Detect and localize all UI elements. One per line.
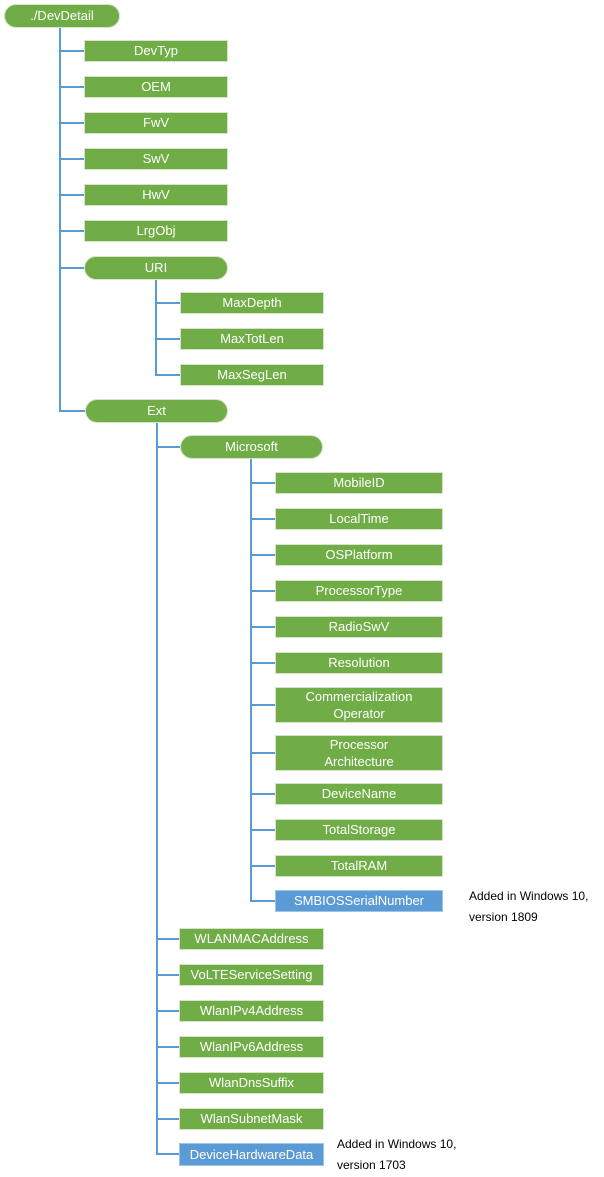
connector-branch-ext [59,410,85,412]
node-swv: SwV [84,148,228,170]
connector-branch-mobileid [250,482,275,484]
node-devicename: DeviceName [275,783,443,805]
connector-branch-lrgobj [59,230,84,232]
node-devicehardwaredata: DeviceHardwareData [179,1143,324,1166]
connector-branch-processortype [250,590,275,592]
connector-branch-wlansubnetmask [156,1118,179,1120]
node-totalram: TotalRAM [275,855,443,877]
node-resolution: Resolution [275,652,443,674]
node-osplatform: OSPlatform [275,544,443,566]
connector-trunk-microsoft [250,459,252,902]
connector-branch-localtime [250,518,275,520]
connector-trunk-root [59,28,61,411]
node-totalstorage: TotalStorage [275,819,443,841]
node-wlanmacaddress: WLANMACAddress [179,928,324,950]
connector-trunk-uri [155,280,157,376]
node-oem: OEM [84,76,228,98]
connector-branch-wlanipv4address [156,1010,179,1012]
connector-branch-devtyp [59,50,84,52]
node-devtyp: DevTyp [84,40,228,62]
connector-branch-uri [59,267,84,269]
annotation-smbios-line2: version 1809 [469,910,538,924]
connector-branch-volteservicesetting [156,974,179,976]
connector-branch-maxtotlen [155,338,180,340]
node-maxseglen: MaxSegLen [180,364,324,386]
annotation-smbios-version: Added in Windows 10, version 1809 [469,886,588,928]
connector-branch-totalram [250,865,275,867]
node-localtime: LocalTime [275,508,443,530]
connector-branch-maxseglen [155,374,180,376]
node-ext: Ext [85,399,228,423]
node-processor-architecture: Processor Architecture [275,735,443,771]
connector-branch-processor-architecture [250,752,275,754]
connector-trunk-ext [156,423,158,1155]
connector-branch-wlandnssuffix [156,1082,179,1084]
connector-branch-smbiosserialnumber [250,900,275,902]
node-wlanipv6address: WlanIPv6Address [179,1036,324,1058]
connector-branch-maxdepth [155,302,180,304]
node-wlanipv4address: WlanIPv4Address [179,1000,324,1022]
node-commercialization-operator: Commercialization Operator [275,687,443,723]
connector-branch-wlanipv6address [156,1046,179,1048]
node-lrgobj: LrgObj [84,220,228,242]
node-volteservicesetting: VoLTEServiceSetting [179,964,324,986]
connector-branch-osplatform [250,554,275,556]
node-radioswv: RadioSwV [275,616,443,638]
connector-branch-commercialization-operator [250,704,275,706]
node-smbiosserialnumber: SMBIOSSerialNumber [275,890,443,912]
connector-branch-swv [59,158,84,160]
connector-branch-microsoft [156,446,180,448]
annotation-devicehardware-line1: Added in Windows 10, [337,1137,457,1151]
annotation-devicehardware-line2: version 1703 [337,1158,406,1172]
connector-branch-wlanmacaddress [156,938,179,940]
connector-branch-fwv [59,122,84,124]
connector-branch-hwv [59,194,84,196]
node-wlansubnetmask: WlanSubnetMask [179,1108,324,1130]
node-devdetail-root: ./DevDetail [4,4,120,28]
connector-branch-devicename [250,793,275,795]
annotation-devicehardware-version: Added in Windows 10, version 1703 [337,1134,456,1176]
annotation-smbios-line1: Added in Windows 10, [469,889,589,903]
node-uri: URI [84,256,228,280]
node-wlandnssuffix: WlanDnsSuffix [179,1072,324,1094]
node-fwv: FwV [84,112,228,134]
node-maxtotlen: MaxTotLen [180,328,324,350]
node-mobileid: MobileID [275,472,443,494]
connector-branch-oem [59,86,84,88]
connector-branch-resolution [250,662,275,664]
node-maxdepth: MaxDepth [180,292,324,314]
connector-branch-devicehardwaredata [156,1153,179,1155]
connector-branch-totalstorage [250,829,275,831]
node-hwv: HwV [84,184,228,206]
node-microsoft: Microsoft [180,435,323,459]
node-processortype: ProcessorType [275,580,443,602]
connector-branch-radioswv [250,626,275,628]
